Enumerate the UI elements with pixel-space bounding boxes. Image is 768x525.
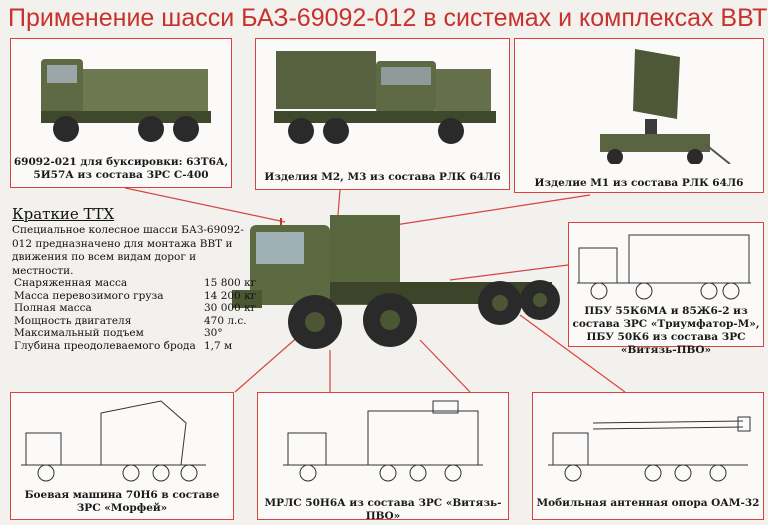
spec-value: 30°	[204, 327, 223, 339]
spec-label: Снаряженная масса	[14, 277, 128, 289]
spec-row: Полная масса 30 000 кг	[14, 302, 264, 315]
panel-tow-truck: 69092-021 для буксировки: 63Т6А, 5И57А и…	[10, 38, 232, 188]
spec-row: Снаряженная масса 15 800 кг	[14, 277, 264, 290]
panel-tow-truck-caption: 69092-021 для буксировки: 63Т6А, 5И57А и…	[13, 156, 229, 181]
panel-m1-caption: Изделие М1 из состава РЛК 64Л6	[534, 177, 744, 189]
panel-50n6a: МРЛС 50Н6А из состава ЗРС «Витязь-ПВО»	[257, 392, 509, 522]
specs-table: Снаряженная масса 15 800 кг Масса перевоз…	[14, 277, 264, 352]
spec-value: 470 л.с.	[204, 314, 247, 327]
m2-m3-illustration	[274, 51, 496, 144]
panel-70n6: Боевая машина 70Н6 в составе ЗРС «Морфей…	[10, 392, 234, 520]
ttx-description: Специальное колесное шасси БАЗ-69092-012…	[12, 224, 244, 277]
spec-row: Масса перевозимого груза 14 200 кг	[14, 290, 264, 303]
panel-70n6-caption: Боевая машина 70Н6 в составе ЗРС «Морфей…	[24, 489, 220, 514]
spec-label: Максимальный подъем	[14, 327, 144, 339]
spec-row: Глубина преодолеваемого брода 1,7 м	[14, 340, 264, 353]
antenna-mast-drawing	[548, 416, 751, 482]
panel-m2-m3: Изделия М2, М3 из состава РЛК 64Л6	[255, 38, 510, 190]
spec-value: 30 000 кг	[204, 302, 257, 314]
panel-oam32: Мобильная антенная опора ОАМ-32	[532, 392, 764, 520]
tow-truck-illustration	[41, 59, 211, 142]
radar-vehicle-drawing	[283, 400, 483, 482]
spec-value: 1,7 м	[204, 339, 233, 352]
ttx-heading: Краткие ТТХ	[12, 205, 115, 223]
poster-title: Применение шасси БАЗ-69092-012 в система…	[8, 4, 768, 32]
spec-value: 15 800 кг	[204, 277, 257, 289]
combat-vehicle-drawing	[21, 400, 206, 482]
spec-row: Мощность двигателя 470 л.с.	[14, 315, 264, 328]
spec-label: Мощность двигателя	[14, 314, 132, 327]
spec-label: Масса перевозимого груза	[14, 289, 164, 302]
panel-m1: Изделие М1 из состава РЛК 64Л6	[514, 38, 764, 193]
spec-label: Полная масса	[14, 302, 92, 314]
spec-label: Глубина преодолеваемого брода	[14, 339, 196, 352]
spec-row: Максимальный подъем 30°	[14, 327, 264, 340]
panel-oam32-caption: Мобильная антенная опора ОАМ-32	[536, 497, 760, 509]
panel-m2-m3-caption: Изделия М2, М3 из состава РЛК 64Л6	[264, 171, 501, 183]
panel-50n6a-caption: МРЛС 50Н6А из состава ЗРС «Витязь-ПВО»	[264, 497, 502, 522]
spec-value: 14 200 кг	[204, 289, 257, 302]
pbu-drawing	[577, 234, 751, 300]
panel-pbu-caption: ПБУ 55К6МА и 85Ж6-2 из состава ЗРС «Триу…	[572, 305, 760, 356]
panel-pbu: ПБУ 55К6МА и 85Ж6-2 из состава ЗРС «Триу…	[568, 222, 764, 356]
m1-radar-illustration	[600, 49, 731, 164]
